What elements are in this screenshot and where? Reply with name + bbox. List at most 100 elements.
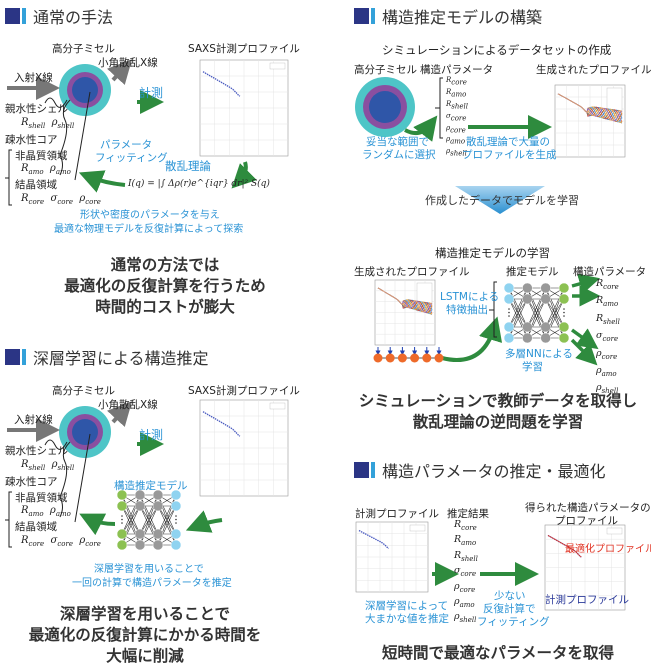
- section-header: 通常の手法: [5, 4, 113, 28]
- lstm-node: [385, 353, 395, 363]
- param-item: ρshell: [596, 382, 619, 396]
- section-header: 構造パラメータの推定・最適化: [354, 458, 606, 482]
- nn-node: [558, 293, 570, 305]
- micelle-icon: [355, 77, 415, 137]
- fitting-label: フィッティング: [95, 152, 168, 164]
- param-item: σcore: [596, 330, 619, 344]
- plot-legend: [269, 402, 286, 410]
- section-header: 構造推定モデルの構築: [354, 4, 542, 28]
- summary: 深層学習を用いることで最適化の反復計算にかかる時間を大幅に削減: [28, 605, 262, 665]
- lstm-node: [422, 353, 432, 363]
- nn-node: [558, 282, 570, 294]
- nn-node: [522, 282, 533, 294]
- micelle-label: 高分子ミセル: [52, 43, 115, 55]
- obtained-label: プロファイル: [555, 515, 618, 527]
- param-item: Ramo: [596, 295, 619, 309]
- lstm-label: LSTMによる: [440, 291, 500, 303]
- profile-plot: [199, 59, 289, 157]
- nn-node: [540, 332, 551, 344]
- amorphous-label: 非晶質領域: [15, 150, 68, 162]
- generated-label: 生成されたプロファイル: [354, 266, 470, 278]
- profile-curve: [377, 287, 433, 313]
- lstm-node: [434, 353, 444, 363]
- nn-node: [522, 321, 533, 333]
- nn-node: [152, 500, 164, 512]
- nn-node: [134, 500, 146, 512]
- nn-node: [152, 489, 164, 501]
- neural-network-icon: [116, 489, 182, 551]
- section-title: 通常の手法: [33, 8, 114, 27]
- profile-curve: [202, 411, 241, 437]
- lstm-node: [410, 353, 420, 363]
- incident-label: 入射X線: [14, 72, 53, 84]
- model-label: 推定モデル: [506, 266, 559, 278]
- nn-node: [134, 539, 146, 551]
- train-arrow: [455, 186, 545, 214]
- measured-label: 計測プロファイル: [355, 508, 439, 520]
- param-item: ρcore: [454, 580, 476, 594]
- core-label: 疎水性コア: [5, 134, 58, 146]
- scattering-formula: I(q) = |∫ Δρ(r)e^{iqr} dr|² S(q): [128, 179, 270, 189]
- plot-legend: [269, 62, 286, 70]
- nn-node: [522, 293, 533, 305]
- profile-plot: [374, 279, 436, 346]
- nn-node: [170, 528, 182, 540]
- section-title: 構造推定モデルの構築: [382, 8, 543, 27]
- micelle-icon: [59, 64, 111, 116]
- nn-node: [116, 539, 128, 551]
- random-label: ランダムに選択: [362, 149, 436, 161]
- amorphous-label: 非晶質領域: [15, 492, 68, 504]
- lstm-node: [397, 353, 407, 363]
- nn-node: [522, 332, 533, 344]
- param-item: ρshell: [454, 611, 477, 625]
- param-item: ρamo: [596, 364, 617, 378]
- summary: 短時間で最適なパラメータを取得: [381, 644, 615, 662]
- caption: 一回の計算で構造パラメータを推定: [72, 578, 232, 589]
- profile-plot: [355, 521, 429, 593]
- measure-label: 計測: [139, 86, 164, 100]
- generated-label: 生成されたプロファイル: [536, 64, 651, 76]
- theory-label: 散乱理論: [165, 159, 211, 173]
- param-item: ρcore: [446, 123, 466, 134]
- profile-curve: [202, 71, 241, 97]
- param-item: Rshell: [454, 549, 478, 563]
- generate-label: 散乱理論で大量の: [466, 136, 550, 148]
- micelle-label: 高分子ミセル: [52, 385, 115, 397]
- profile-label: SAXS計測プロファイル: [188, 385, 300, 397]
- profile-curve: [557, 93, 623, 121]
- obtained-label: 得られた構造パラメータの: [525, 502, 651, 514]
- amorphous-params: Ramo ρamo: [21, 505, 71, 518]
- summary: 通常の方法では最適化の反復計算を行うため時間的コストが膨大: [64, 256, 266, 316]
- fit-label: 反復計算で: [483, 603, 536, 615]
- dataset-label: シミュレーションによるデータセットの作成: [382, 43, 612, 57]
- param-item: Rcore: [596, 278, 619, 291]
- summary: シミュレーションで教師データを取得し散乱理論の逆問題を学習: [358, 392, 638, 431]
- crystal-label: 結晶領域: [15, 521, 57, 533]
- crystal-params: Rcore σcore ρcore: [21, 535, 101, 548]
- scatter-arrow: [107, 59, 133, 85]
- lstm-label: 特徴抽出: [446, 304, 488, 316]
- amorphous-params: Ramo ρamo: [21, 163, 71, 176]
- nn-node: [170, 489, 182, 501]
- generate-label: プロファイルを生成: [462, 149, 557, 161]
- nn-node: [558, 332, 570, 344]
- section-title: 構造パラメータの推定・最適化: [382, 462, 606, 481]
- plot-legend: [409, 524, 426, 532]
- lstm-node: [373, 353, 383, 363]
- shell-label: 親水性シェル: [5, 103, 68, 115]
- result-label: 推定結果: [447, 508, 489, 520]
- param-item: Rshell: [596, 312, 620, 326]
- caption: 深層学習を用いることで: [94, 564, 204, 575]
- incident-label: 入射X線: [14, 414, 53, 426]
- param-item: ρshell: [446, 147, 467, 158]
- random-label: 妥当な範囲で: [366, 136, 429, 148]
- nn-node: [170, 539, 182, 551]
- shell-params: Rshell ρshell: [21, 459, 75, 472]
- learning-title: 構造推定モデルの学習: [435, 246, 550, 260]
- measure-label: 計測: [139, 428, 164, 442]
- section-title: 深層学習による構造推定: [33, 349, 209, 368]
- param-item: ρamo: [454, 595, 475, 609]
